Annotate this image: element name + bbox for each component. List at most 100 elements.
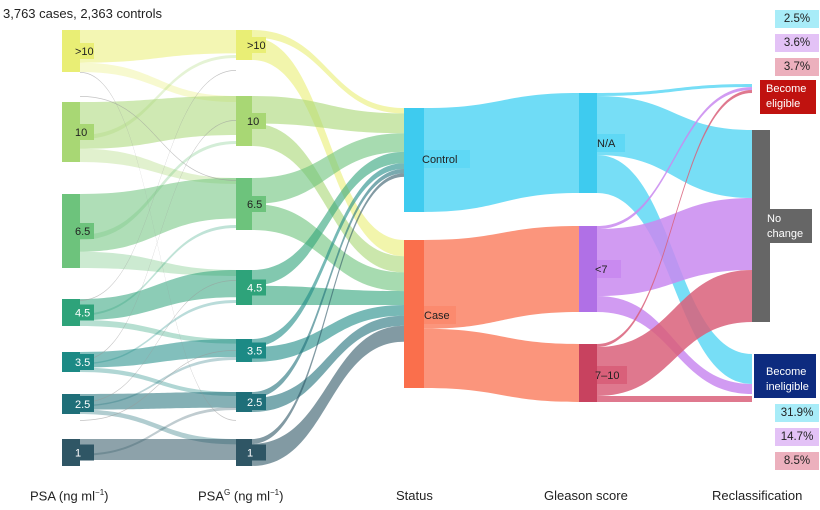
flow-psa-psag: [80, 270, 236, 321]
flow-psag-case: [252, 123, 404, 273]
percent-box: 8.5%: [775, 452, 819, 470]
gleason-node-na: [579, 93, 597, 193]
psag-node-tag: [236, 37, 266, 53]
reclass-no-change-line1: No: [767, 213, 781, 225]
percent-box: 3.7%: [775, 58, 819, 76]
flow-thin: [80, 72, 236, 421]
flow-hi-ineligible: [597, 396, 752, 402]
psag-node-label: 1: [247, 448, 253, 460]
reclass-node-no-change-tag: [770, 209, 812, 243]
gleason-node-lt7-label: <7: [595, 264, 608, 276]
psag-node-label: 4.5: [247, 283, 262, 295]
flow-psa-psag-cross: [80, 55, 236, 140]
column-label-psa: PSA (ng ml−1): [30, 488, 109, 504]
flow-psag-control: [252, 173, 404, 444]
flow-psa-psag: [80, 392, 236, 410]
flow-na-eligible: [597, 84, 752, 96]
psag-node-tag: [236, 196, 266, 212]
psag-node-label: 2.5: [247, 397, 262, 409]
sankey-links: [80, 30, 752, 466]
gleason-node-7-10: [579, 344, 597, 402]
flow-psag-case: [252, 315, 404, 412]
status-node-case-label: Case: [424, 310, 450, 322]
psa-node-label: 10: [75, 127, 87, 139]
flow-psag-control: [252, 151, 404, 286]
flow-thin: [80, 280, 236, 403]
psag-node-tag: [236, 342, 266, 359]
reclass-become-eligible-line1: Become: [766, 83, 806, 95]
flow-hi-eligible: [597, 90, 752, 347]
psag-node-tag: [236, 279, 266, 296]
psa-node-label: 1: [75, 448, 81, 460]
gleason-node-na-label: N/A: [597, 138, 616, 150]
percent-box: 14.7%: [775, 428, 819, 446]
psa-node-label: >10: [75, 46, 94, 58]
flow-psa-psag: [80, 339, 236, 368]
flow-thin: [80, 70, 236, 301]
flow-psa-psag-cross: [80, 357, 236, 407]
status-node-case-tag: [424, 306, 456, 324]
flow-psa-psag-cross: [80, 367, 236, 396]
reclass-node-become-ineligible: [754, 354, 816, 398]
column-label-status: Status: [396, 488, 433, 503]
reclass-no-change-line2: change: [767, 228, 803, 240]
percent-box: 31.9%: [775, 404, 819, 422]
psag-node-tag: [236, 394, 266, 410]
status-node-case: [404, 240, 424, 388]
gleason-node-lt7: [579, 226, 597, 312]
psa-node-label: 3.5: [75, 357, 90, 369]
psa-node-label: 2.5: [75, 399, 90, 411]
flow-psag-control: [252, 163, 404, 348]
flow-psa-psag-cross: [80, 225, 236, 316]
flow-psa-psag-cross: [80, 141, 236, 240]
status-node-control: [404, 108, 424, 212]
psa-node-tag: [68, 124, 94, 140]
flow-psag-control: [252, 133, 404, 204]
flow-control-na: [424, 93, 579, 212]
flow-psa-psag-cross: [80, 148, 236, 184]
flow-psag-control: [252, 96, 404, 134]
flow-na-nochange: [597, 96, 752, 198]
flow-psa-psag-cross: [80, 320, 236, 344]
column-label-gleason: Gleason score: [544, 488, 628, 503]
flow-thin: [80, 350, 236, 421]
flow-psa-psag: [80, 178, 236, 252]
flow-psag-control: [252, 30, 404, 114]
flow-psag-case: [252, 285, 404, 305]
flow-case-7-10: [424, 328, 579, 402]
psa-node-tag: [68, 223, 94, 239]
flow-psag-case: [252, 325, 404, 466]
percent-box: 3.6%: [775, 34, 819, 52]
psa-node-label: 6.5: [75, 226, 90, 238]
psag-node-tag: [236, 113, 266, 129]
sankey-labels: >10106.54.53.52.51>10106.54.53.52.51Cont…: [75, 40, 809, 460]
column-label-psag: PSAG (ng ml−1): [198, 488, 284, 504]
flow-hi-nochange: [597, 270, 752, 396]
flow-psa-psag-cross: [80, 407, 236, 456]
reclass-become-ineligible-line2: ineligible: [766, 381, 809, 393]
reclass-node-become-eligible: [760, 80, 816, 114]
status-node-control-label: Control: [422, 154, 457, 166]
flow-psa-psag-cross: [80, 251, 236, 276]
gleason-node-7-10-tag: [597, 366, 627, 384]
flow-psa-psag: [80, 96, 236, 149]
flow-lt7-nochange: [597, 198, 752, 296]
psa-node-tag: [68, 396, 94, 412]
flow-lt7-eligible: [597, 87, 752, 229]
flow-psa-psag: [80, 30, 236, 63]
flow-psa-psag-cross: [80, 300, 236, 365]
reclass-become-ineligible-line1: Become: [766, 366, 806, 378]
flow-psag-control: [252, 169, 404, 398]
reclass-become-eligible-line2: eligible: [766, 98, 800, 110]
flow-case-lt7: [424, 226, 579, 329]
psag-node-label: 3.5: [247, 346, 262, 358]
gleason-node-7-10-label: 7–10: [595, 370, 619, 382]
status-node-control-tag: [424, 150, 470, 168]
flow-thin: [80, 120, 236, 361]
reclass-node-no-change: [752, 130, 770, 322]
psa-node-label: 4.5: [75, 308, 90, 320]
psag-node-label: 6.5: [247, 199, 262, 211]
psag-node-tag: [236, 444, 266, 461]
gleason-node-lt7-tag: [597, 260, 621, 278]
psa-node-tag: [68, 304, 94, 321]
